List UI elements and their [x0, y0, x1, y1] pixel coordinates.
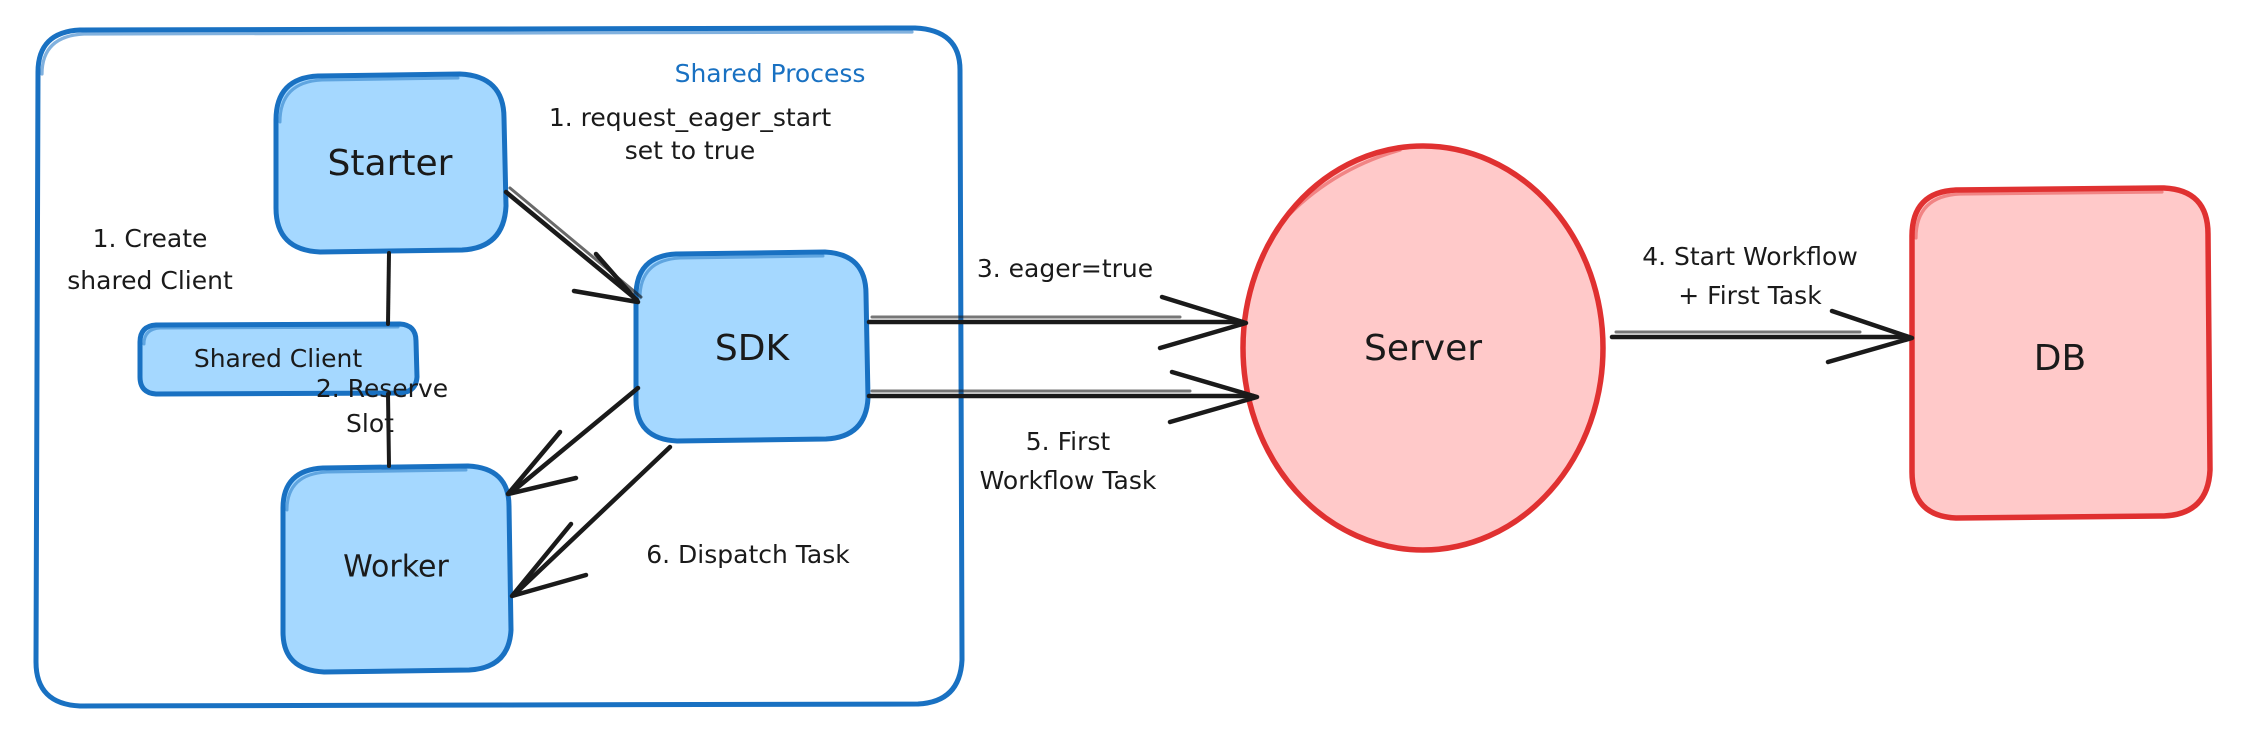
starter-fill	[276, 74, 506, 252]
db-border-sketch	[1914, 190, 2164, 240]
edge-eager-true: 3. eager=true	[866, 254, 1249, 351]
shared-process-group: Shared Process	[33, 25, 965, 709]
reserve-slot-label-line1: 2. Reserve	[316, 374, 448, 403]
edge-reserve-slot: 2. Reserve Slot	[316, 374, 641, 497]
db-label: DB	[2034, 338, 2086, 379]
node-shared-client[interactable]: Shared Client	[137, 321, 420, 397]
shared-client-border-sketch	[142, 325, 400, 346]
node-server[interactable]: Server	[1240, 143, 1606, 553]
create-shared-client-label-line2: shared Client	[67, 266, 233, 295]
reserve-slot-line	[509, 385, 641, 495]
dispatch-task-line	[514, 444, 673, 595]
worker-fill	[283, 466, 511, 672]
first-workflow-task-arrowhead	[1167, 369, 1260, 425]
edge-starter-sharedclient-worker	[386, 251, 391, 468]
start-workflow-label-line1: 4. Start Workflow	[1642, 242, 1858, 271]
sdk-label: SDK	[715, 328, 791, 369]
db-border	[1909, 185, 2213, 521]
node-sdk[interactable]: SDK	[633, 249, 871, 444]
edge-create-shared-client: 1. Create shared Client	[67, 224, 233, 295]
dispatch-task-arrowhead	[509, 521, 589, 599]
node-worker[interactable]: Worker	[280, 463, 514, 675]
first-workflow-task-label-line1: 5. First	[1026, 427, 1111, 456]
request-eager-start-arrowhead	[571, 251, 641, 305]
shared-client-fill	[140, 324, 417, 394]
shared-process-border	[33, 25, 965, 709]
shared-client-to-worker-line	[386, 392, 391, 468]
eager-true-label: 3. eager=true	[977, 254, 1153, 283]
request-eager-start-label-line2: set to true	[625, 136, 756, 165]
starter-border-sketch	[278, 76, 460, 124]
request-eager-start-line	[503, 189, 640, 303]
worker-label: Worker	[343, 550, 449, 585]
create-shared-client-label-line1: 1. Create	[93, 224, 208, 253]
server-fill	[1243, 146, 1603, 550]
reserve-slot-arrowhead	[505, 429, 579, 497]
node-starter[interactable]: Starter	[273, 71, 509, 255]
server-border	[1240, 143, 1606, 553]
shared-process-label: Shared Process	[675, 59, 866, 88]
starter-border	[273, 71, 509, 255]
request-eager-start-label-line1: 1. request_eager_start	[549, 103, 831, 132]
start-workflow-arrowhead	[1825, 308, 1915, 365]
first-workflow-task-label-line2: Workflow Task	[980, 466, 1157, 495]
starter-to-shared-client-line	[386, 251, 391, 326]
node-db[interactable]: DB	[1909, 185, 2213, 521]
edge-first-workflow-task: 5. First Workflow Task	[866, 369, 1260, 495]
server-label: Server	[1364, 328, 1482, 369]
edge-start-workflow: 4. Start Workflow + First Task	[1609, 242, 1915, 365]
server-border-sketch	[1280, 148, 1402, 224]
sdk-fill	[636, 252, 868, 441]
sdk-border-sketch	[638, 254, 825, 300]
reserve-slot-label-line2: Slot	[346, 409, 394, 438]
dispatch-task-label: 6. Dispatch Task	[646, 540, 850, 569]
shared-process-border-sketch	[40, 30, 914, 76]
db-fill	[1912, 188, 2210, 518]
shared-client-label: Shared Client	[194, 344, 363, 373]
worker-border	[280, 463, 514, 675]
edge-request-eager-start: 1. request_eager_start set to true	[503, 103, 831, 305]
starter-label: Starter	[328, 143, 453, 184]
eager-true-arrowhead	[1157, 294, 1249, 351]
start-workflow-label-line2: + First Task	[1678, 281, 1822, 310]
shared-client-border	[137, 321, 420, 397]
worker-border-sketch	[285, 468, 468, 512]
edge-dispatch-task: 6. Dispatch Task	[509, 444, 850, 599]
